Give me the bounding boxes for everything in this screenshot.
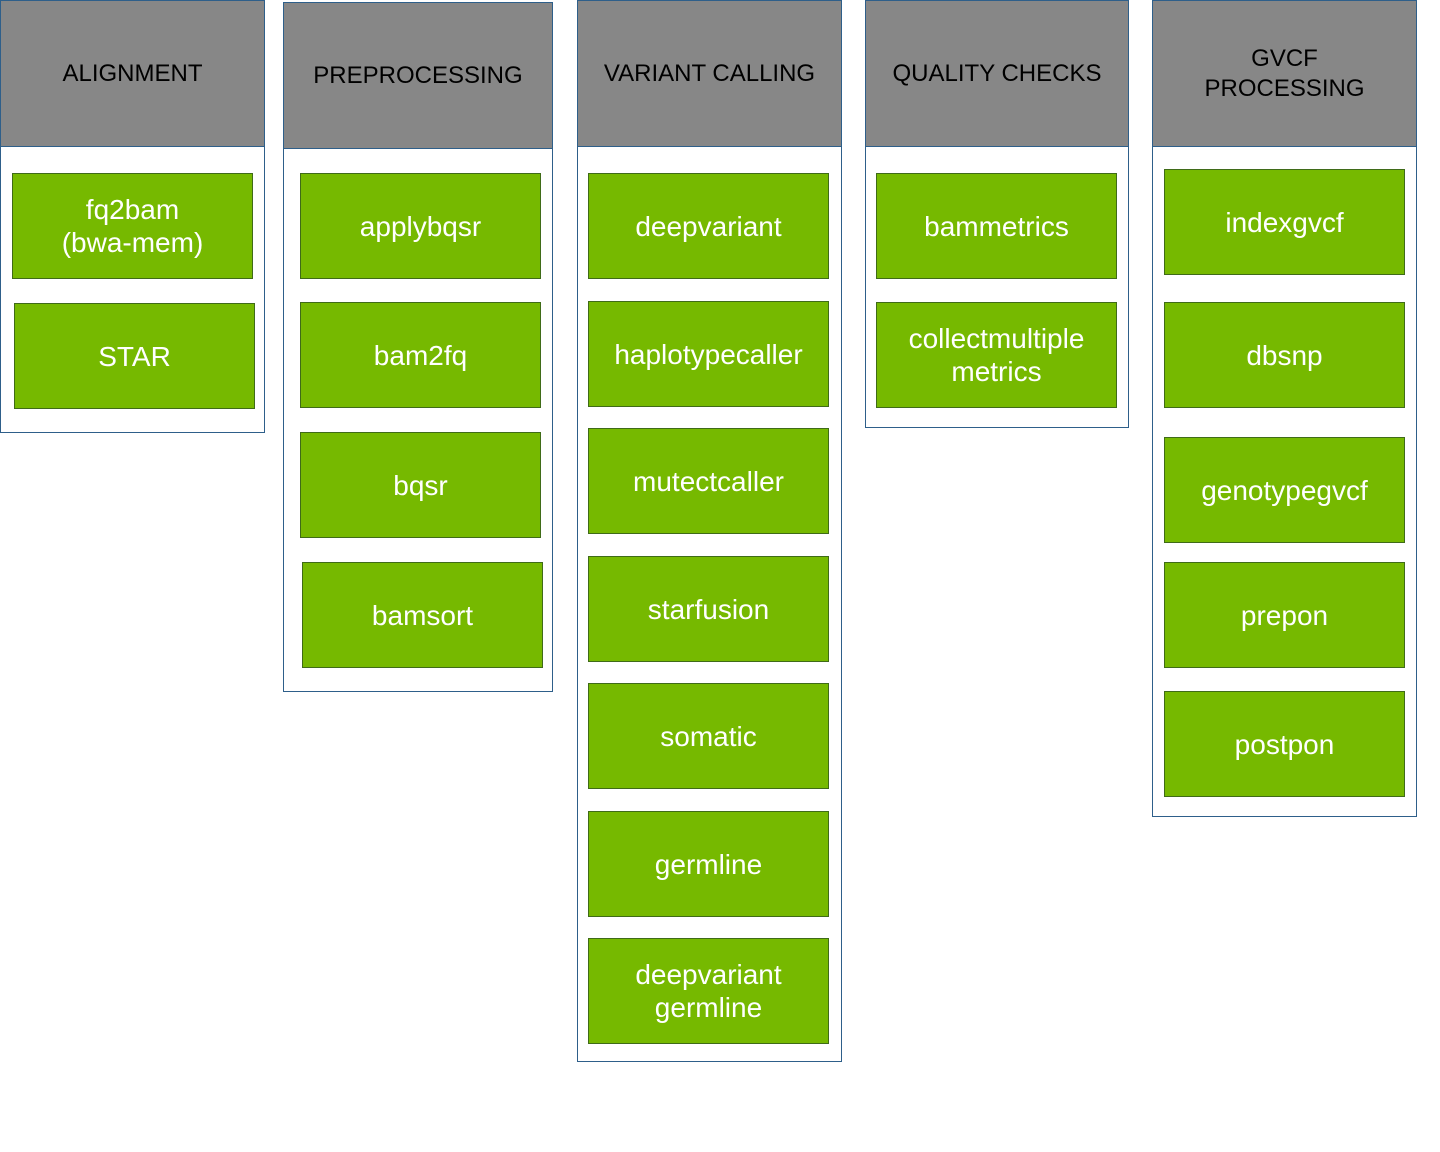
column-header-variant-calling: VARIANT CALLING	[578, 1, 841, 147]
tool-postpon[interactable]: postpon	[1164, 691, 1405, 797]
column-header-preprocessing: PREPROCESSING	[284, 3, 552, 149]
tool-bammetrics[interactable]: bammetrics	[876, 173, 1117, 279]
tool-indexgvcf[interactable]: indexgvcf	[1164, 169, 1405, 275]
column-gvcf-processing: GVCF PROCESSING	[1152, 0, 1417, 817]
column-header-quality-checks: QUALITY CHECKS	[866, 1, 1128, 147]
tool-deepvariant-germline[interactable]: deepvariant germline	[588, 938, 829, 1044]
tool-bam2fq[interactable]: bam2fq	[300, 302, 541, 408]
tool-prepon[interactable]: prepon	[1164, 562, 1405, 668]
tool-dbsnp[interactable]: dbsnp	[1164, 302, 1405, 408]
tool-applybqsr[interactable]: applybqsr	[300, 173, 541, 279]
tool-deepvariant[interactable]: deepvariant	[588, 173, 829, 279]
column-header-gvcf-processing: GVCF PROCESSING	[1153, 1, 1416, 147]
tool-bqsr[interactable]: bqsr	[300, 432, 541, 538]
tool-bamsort[interactable]: bamsort	[302, 562, 543, 668]
tool-starfusion[interactable]: starfusion	[588, 556, 829, 662]
tool-germline[interactable]: germline	[588, 811, 829, 917]
tool-collectmultiplemetrics[interactable]: collectmultiple metrics	[876, 302, 1117, 408]
tool-genotypegvcf[interactable]: genotypegvcf	[1164, 437, 1405, 543]
tool-haplotypecaller[interactable]: haplotypecaller	[588, 301, 829, 407]
tool-somatic[interactable]: somatic	[588, 683, 829, 789]
column-header-alignment: ALIGNMENT	[1, 1, 264, 147]
tool-mutectcaller[interactable]: mutectcaller	[588, 428, 829, 534]
tool-fq2bam[interactable]: fq2bam (bwa-mem)	[12, 173, 253, 279]
tool-star[interactable]: STAR	[14, 303, 255, 409]
